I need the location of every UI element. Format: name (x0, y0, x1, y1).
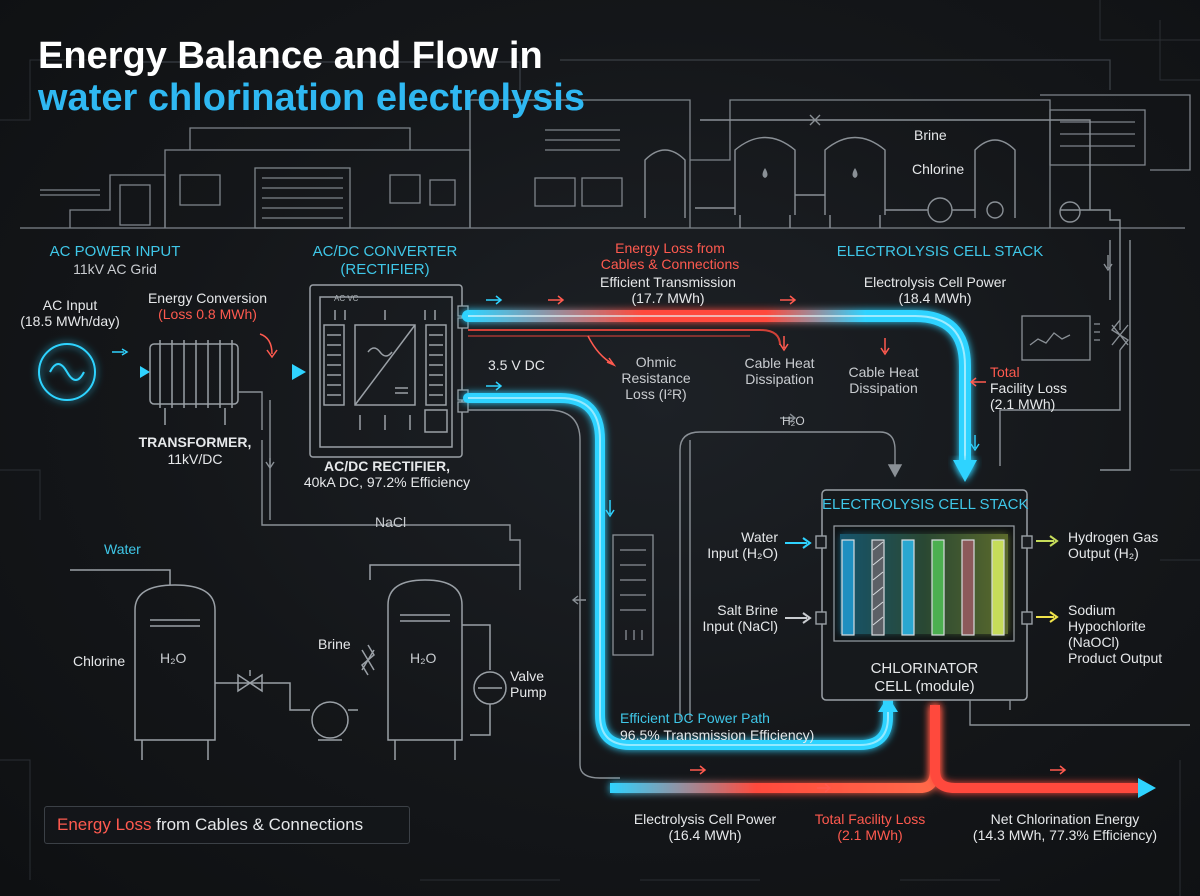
total-loss-top-2: Facility Loss (990, 380, 1068, 396)
chlorine-top-label: Chlorine (912, 161, 965, 177)
total-loss-top-3: (2.1 MWh) (990, 396, 1056, 412)
converter-heading-1: AC/DC CONVERTER (312, 243, 458, 260)
brine-input-sub: Input (NaCl) (702, 618, 778, 634)
stack-title: ELECTROLYSIS CELL STACK (822, 496, 1029, 513)
hydrogen-output-label: Hydrogen Gas (1068, 529, 1159, 545)
cell-power-bottom-label: Electrolysis Cell Power (633, 811, 777, 827)
conversion-loss-value: (Loss 0.8 MWh) (158, 306, 257, 322)
ohmic-label-3: Loss (I²R) (625, 386, 687, 402)
water-input-label: Water (741, 529, 778, 545)
cell-power-top-label: Electrolysis Cell Power (863, 274, 1007, 290)
sodium-label-1: Sodium (1068, 602, 1116, 618)
efficient-transmission-value: (17.7 MWh) (631, 290, 705, 306)
energy-conversion-label: Energy Conversion (147, 290, 268, 306)
legend-text: from Cables & Connections (151, 815, 364, 834)
transformer-label: TRANSFORMER, (138, 434, 252, 450)
water-input-sub: Input (H₂O) (707, 545, 778, 561)
net-energy-label: Net Chlorination Energy (990, 811, 1140, 827)
cell-stack-heading: ELECTROLYSIS CELL STACK (836, 243, 1044, 260)
legend-box: Energy Loss from Cables & Connections (44, 806, 410, 844)
h2o-mid-label: H₂O (782, 414, 805, 428)
ohmic-label-1: Ohmic (635, 354, 677, 370)
energy-loss-heading-2: Cables & Connections (600, 256, 740, 272)
cell-power-top-value: (18.4 MWh) (898, 290, 972, 306)
brine-left-label: Brine (318, 636, 351, 652)
ac-grid-label: 11kV AC Grid (73, 261, 157, 277)
transformer-spec: 11kV/DC (167, 451, 223, 467)
energy-loss-heading-1: Energy Loss from (615, 240, 725, 256)
title-line-1: Energy Balance and Flow in (38, 35, 543, 77)
rectifier-label: AC/DC RECTIFIER, (324, 458, 450, 474)
cable-heat-a-2: Dissipation (745, 371, 814, 387)
rectifier-spec: 40kA DC, 97.2% Efficiency (303, 474, 471, 490)
tank-2-label: H₂O (410, 650, 437, 666)
dc-voltage-label: 3.5 V DC (488, 357, 545, 373)
ac-input-label: AC Input (42, 297, 98, 313)
total-loss-bottom-label: Total Facility Loss (814, 811, 926, 827)
tank-1-label: H₂O (160, 650, 187, 666)
chlorine-left-label: Chlorine (73, 653, 126, 669)
water-label: Water (104, 541, 141, 557)
chlorinator-label-1: CHLORINATOR (870, 660, 979, 677)
net-energy-value: (14.3 MWh, 77.3% Efficiency) (972, 827, 1158, 843)
dc-path-label: Efficient DC Power Path (620, 710, 770, 726)
total-loss-bottom-value: (2.1 MWh) (837, 827, 903, 843)
dc-path-efficiency: 96.5% Transmission Efficiency) (620, 727, 815, 743)
total-loss-top-1: Total (990, 364, 1020, 380)
ohmic-label-2: Resistance (621, 370, 691, 386)
cable-heat-b-2: Dissipation (849, 380, 918, 396)
valve-label: Valve (510, 668, 544, 684)
efficient-transmission-label: Efficient Transmission (600, 274, 736, 290)
cell-power-bottom-value: (16.4 MWh) (668, 827, 742, 843)
rectifier-panel-label: AC VC (334, 294, 359, 303)
brine-input-label: Salt Brine (717, 602, 778, 618)
brine-top-label: Brine (914, 127, 947, 143)
sodium-label-3: (NaOCl) (1068, 634, 1120, 650)
cable-heat-b-1: Cable Heat (848, 364, 919, 380)
sodium-label-4: Product Output (1068, 650, 1163, 666)
pump-label: Pump (510, 684, 547, 700)
converter-heading-2: (RECTIFIER) (340, 261, 430, 278)
cable-heat-a-1: Cable Heat (744, 355, 815, 371)
sodium-label-2: Hypochlorite (1068, 618, 1146, 634)
ac-power-input-heading: AC POWER INPUT (49, 243, 181, 260)
nacl-label: NaCl (375, 514, 407, 530)
ac-input-value: (18.5 MWh/day) (20, 313, 120, 329)
hydrogen-output-sub: Output (H₂) (1068, 545, 1139, 561)
chlorinator-label-2: CELL (module) (874, 678, 975, 695)
title-line-2: water chlorination electrolysis (38, 77, 585, 119)
legend-highlight: Energy Loss (57, 815, 152, 834)
